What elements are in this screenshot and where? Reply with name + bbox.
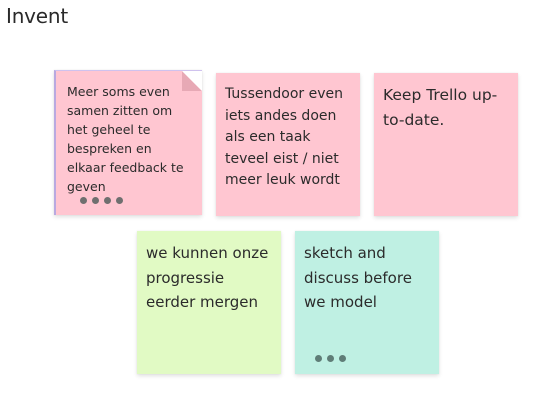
- sticky-note-text: Keep Trello up-to-date.: [383, 86, 498, 129]
- more-dots-icon[interactable]: [80, 197, 123, 204]
- more-dots-icon[interactable]: [315, 355, 346, 362]
- sticky-note-3[interactable]: Keep Trello up-to-date.: [374, 73, 518, 216]
- frame-title[interactable]: Invent: [6, 4, 69, 28]
- sticky-note-1[interactable]: Meer soms even samen zitten om het gehee…: [54, 70, 202, 215]
- sticky-note-4[interactable]: we kunnen onze progressie eerder mergen: [137, 231, 281, 374]
- sticky-note-2[interactable]: Tussendoor even iets andes doen als een …: [216, 73, 360, 216]
- page-fold-icon: [182, 71, 202, 91]
- sticky-note-text: Meer soms even samen zitten om het gehee…: [67, 84, 184, 194]
- sticky-note-text: we kunnen onze progressie eerder mergen: [146, 244, 269, 311]
- sticky-note-5[interactable]: sketch and discuss before we model: [295, 231, 439, 374]
- sticky-note-text: Tussendoor even iets andes doen als een …: [225, 86, 343, 188]
- sticky-note-text: sketch and discuss before we model: [304, 244, 412, 311]
